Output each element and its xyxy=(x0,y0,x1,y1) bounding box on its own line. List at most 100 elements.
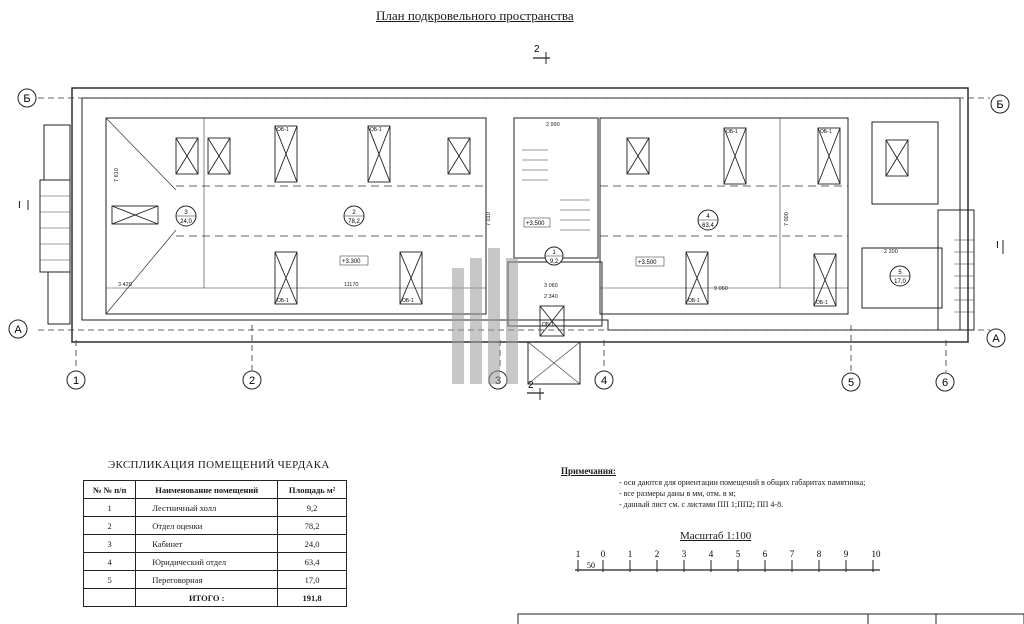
svg-text:ОБ-1: ОБ-1 xyxy=(542,322,554,328)
room-2-outline xyxy=(105,117,487,315)
notes-heading: Примечания: xyxy=(561,466,616,476)
room-marker-5: 5 17,0 xyxy=(889,265,911,287)
table-header-row: № № п/п Наименование помещений Площадь м… xyxy=(82,480,347,499)
roof-windows xyxy=(111,125,909,337)
section-mark-bottom: 2 xyxy=(527,380,544,400)
left-porch-base xyxy=(47,271,71,325)
level-marks: +3.300 +3.500 +3.500 xyxy=(339,217,665,267)
svg-text:1: 1 xyxy=(552,250,556,256)
svg-text:9 060: 9 060 xyxy=(714,286,728,292)
axis-letter-b-right: Б xyxy=(990,94,1010,114)
svg-text:1: 1 xyxy=(576,549,581,559)
svg-text:3 420: 3 420 xyxy=(118,282,132,288)
explication-table: № № п/п Наименование помещений Площадь м… xyxy=(82,480,347,607)
svg-text:Б: Б xyxy=(996,99,1003,111)
svg-text:3: 3 xyxy=(682,549,687,559)
svg-text:5: 5 xyxy=(898,270,902,276)
svg-text:50: 50 xyxy=(587,561,595,570)
axis-number-2: 2 xyxy=(242,370,262,390)
svg-text:63,4: 63,4 xyxy=(702,223,714,229)
table-row: 5 Переговорная 17,0 xyxy=(82,570,347,589)
svg-text:I: I xyxy=(996,240,999,251)
axis-letter-a-right: А xyxy=(986,328,1006,348)
svg-text:А: А xyxy=(14,324,22,336)
section-side-left: I xyxy=(18,200,29,211)
svg-text:2: 2 xyxy=(249,375,255,387)
right-porch xyxy=(937,209,975,331)
room-marker-4: 4 63,4 xyxy=(697,209,719,231)
cell-num: 4 xyxy=(82,552,137,571)
note-item: - оси даются для ориентации помещений в … xyxy=(619,478,866,487)
svg-text:2: 2 xyxy=(352,210,356,216)
svg-text:Б: Б xyxy=(23,93,30,105)
svg-text:6: 6 xyxy=(942,377,948,389)
cell-num: 1 xyxy=(82,498,137,517)
axis-letter-b-left: Б xyxy=(17,88,37,108)
axis-number-5: 5 xyxy=(841,372,861,392)
table-row: 1 Лестничный холл 9,2 xyxy=(82,498,347,517)
scale-label: Масштаб 1:100 xyxy=(680,530,752,542)
svg-text:4: 4 xyxy=(709,549,714,559)
stair-porch xyxy=(527,341,581,385)
section-side-right: I xyxy=(996,240,1004,254)
cell-num: 5 xyxy=(82,570,137,589)
svg-text:9,2: 9,2 xyxy=(550,259,559,265)
dimensions: 2 990 3 420 11170 3 060 2 340 9 060 2 20… xyxy=(114,122,898,300)
room-4-outline xyxy=(599,117,849,315)
watermark-logo xyxy=(452,248,518,384)
annex-upper xyxy=(871,121,939,205)
section-mark-top: 2 xyxy=(533,44,550,64)
col-name-header: Наименование помещений xyxy=(135,480,279,499)
room-marker-2: 2 78,2 xyxy=(343,205,365,227)
cell-area: 63,4 xyxy=(277,552,347,571)
outer-wall xyxy=(71,87,969,343)
svg-text:I: I xyxy=(18,200,21,211)
svg-text:ОБ-1: ОБ-1 xyxy=(816,300,828,306)
svg-text:ОБ-1: ОБ-1 xyxy=(277,298,289,304)
axis-number-1: 1 xyxy=(66,370,86,390)
svg-text:17,0: 17,0 xyxy=(894,279,906,285)
svg-text:6: 6 xyxy=(763,549,768,559)
svg-text:ОБ-1: ОБ-1 xyxy=(370,127,382,133)
total-value: 191,8 xyxy=(277,588,347,607)
svg-text:ОБ-1: ОБ-1 xyxy=(726,129,738,135)
svg-text:3: 3 xyxy=(184,210,188,216)
notes-block: Примечания: - оси даются для ориентации … xyxy=(561,466,866,510)
scale-ticks: 1 0 1 2 3 4 5 6 7 8 9 10 50 xyxy=(576,549,881,570)
svg-text:ОБ-1: ОБ-1 xyxy=(820,129,832,135)
explication-title: ЭКСПЛИКАЦИЯ ПОМЕЩЕНИЙ ЧЕРДАКА xyxy=(108,459,330,471)
svg-text:+3.500: +3.500 xyxy=(638,260,657,266)
svg-text:+3.300: +3.300 xyxy=(342,259,361,265)
svg-text:2: 2 xyxy=(528,380,534,391)
drawing-title: План подкровельного пространства xyxy=(376,8,574,23)
stair-hall xyxy=(513,117,599,259)
svg-text:7 000: 7 000 xyxy=(784,212,790,226)
room-marker-3: 3 24,0 xyxy=(175,205,197,227)
svg-text:5: 5 xyxy=(736,549,741,559)
svg-text:2 200: 2 200 xyxy=(884,249,898,255)
cell-name: Отдел оценки xyxy=(135,516,279,535)
col-area-header: Площадь м² xyxy=(277,480,347,499)
svg-text:9: 9 xyxy=(844,549,849,559)
svg-text:ОБ-1: ОБ-1 xyxy=(402,298,414,304)
table-row: 3 Кабинет 24,0 xyxy=(82,534,347,553)
cell-name: Кабинет xyxy=(135,534,279,553)
left-porch-lower xyxy=(39,179,71,273)
table-row: 4 Юридический отдел 63,4 xyxy=(82,552,347,571)
svg-text:+3.500: +3.500 xyxy=(526,221,545,227)
cell-area: 9,2 xyxy=(277,498,347,517)
svg-text:5: 5 xyxy=(848,377,854,389)
svg-text:0: 0 xyxy=(601,549,606,559)
table-row: 2 Отдел оценки 78,2 xyxy=(82,516,347,535)
svg-text:2 990: 2 990 xyxy=(546,122,560,128)
axis-number-4: 4 xyxy=(594,370,614,390)
svg-text:3 060: 3 060 xyxy=(544,283,558,289)
cell-name: Лестничный холл xyxy=(135,498,279,517)
cell-area: 78,2 xyxy=(277,516,347,535)
svg-text:7 010: 7 010 xyxy=(486,212,492,226)
cell-area: 24,0 xyxy=(277,534,347,553)
svg-text:2: 2 xyxy=(534,44,540,55)
cell-area: 17,0 xyxy=(277,570,347,589)
axis-number-6: 6 xyxy=(935,372,955,392)
